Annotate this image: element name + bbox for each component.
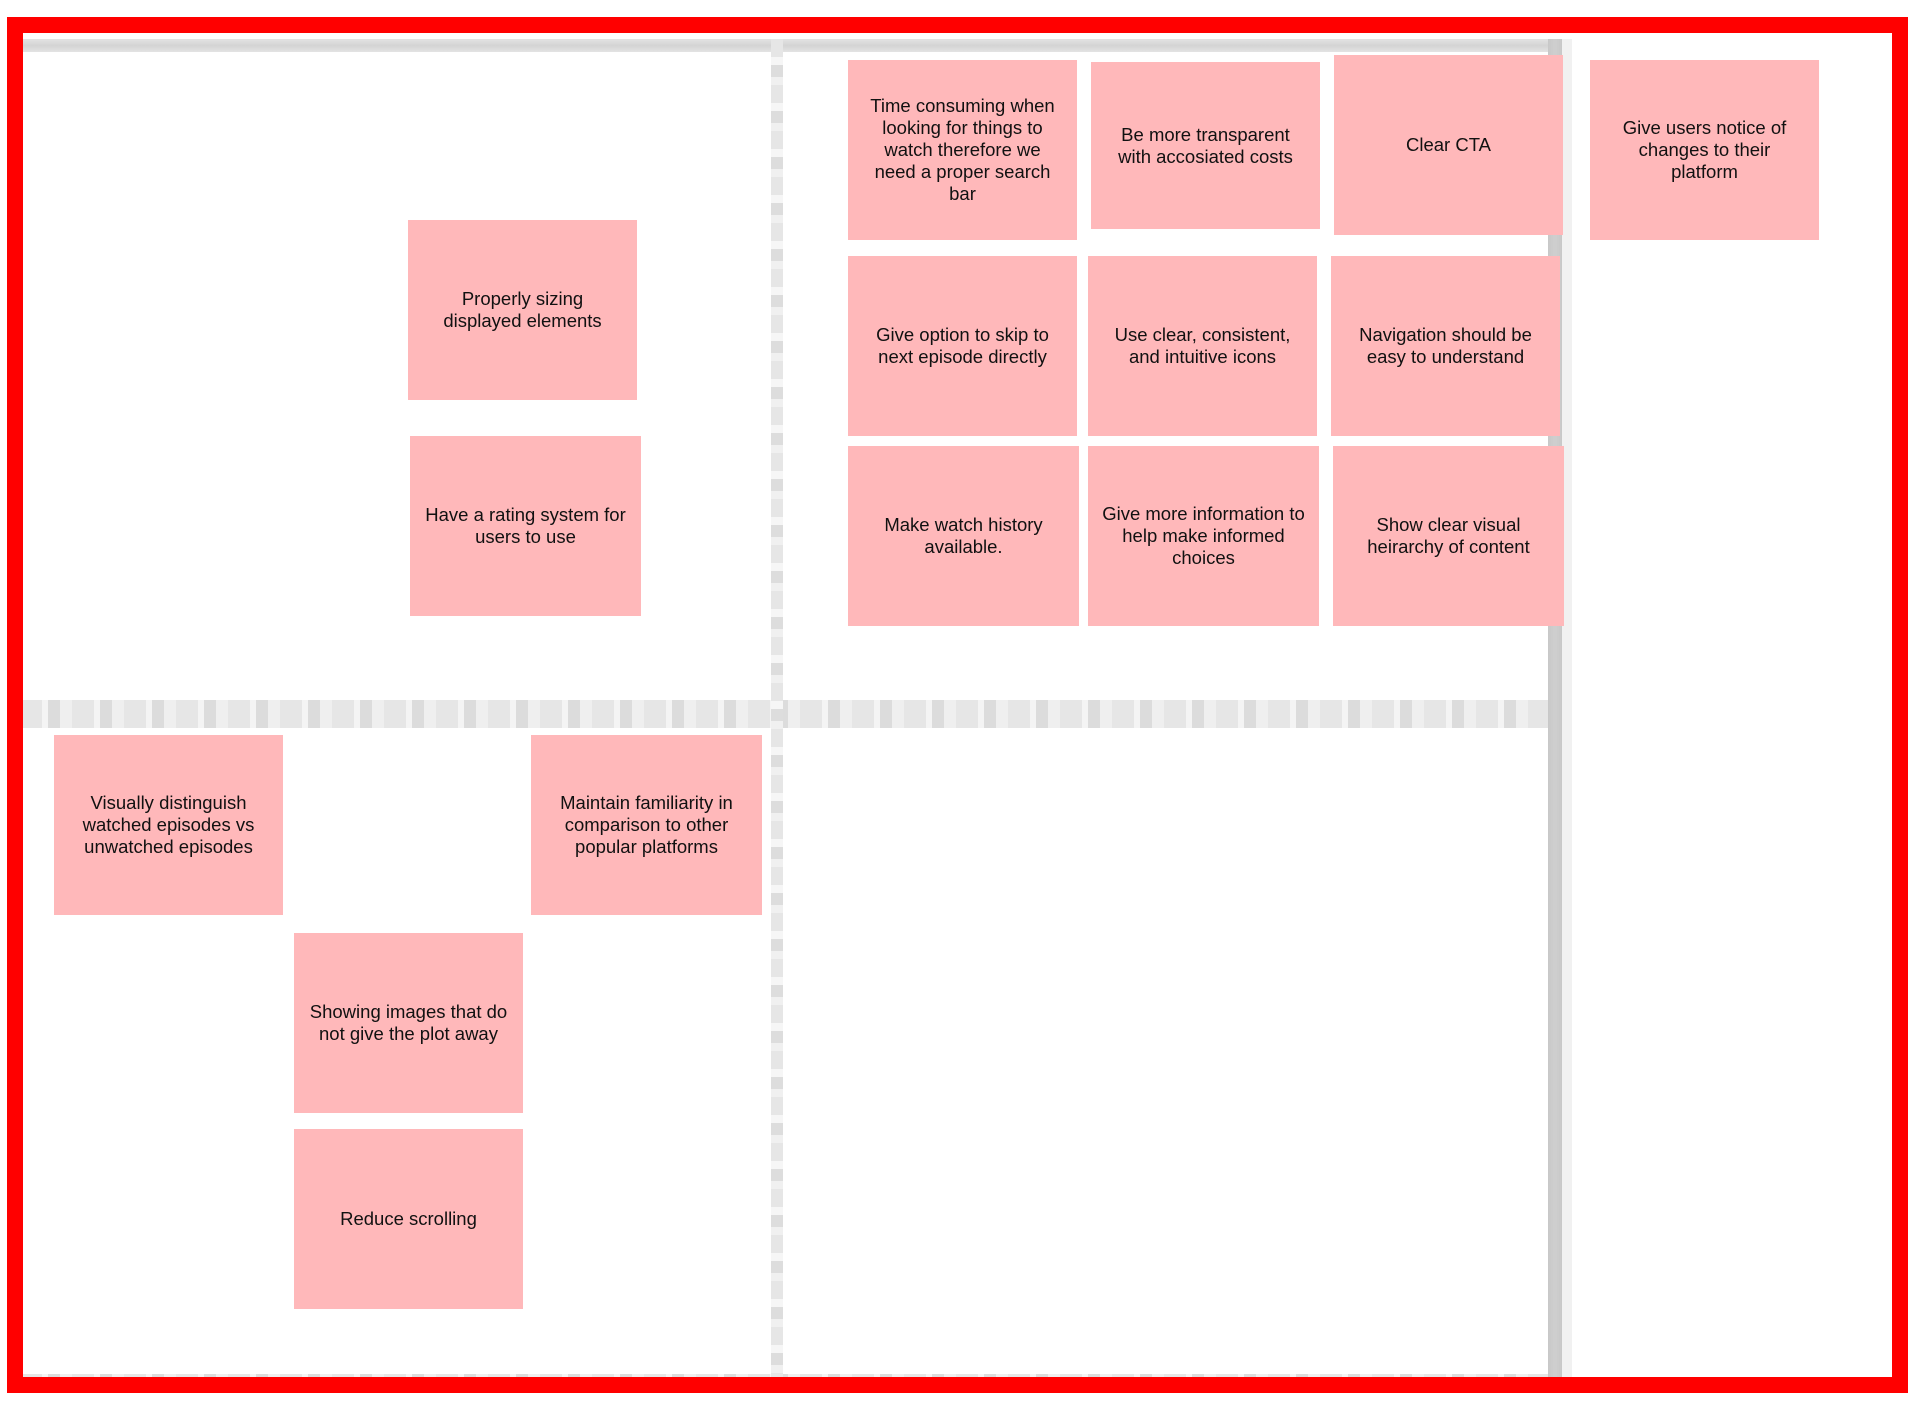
sticky-note-clear-cta[interactable]: Clear CTA [1334,55,1563,235]
sticky-note-text: Clear CTA [1406,134,1491,155]
sticky-note-text: Give option to skip to next episode dire… [876,324,1049,367]
sticky-note-visual-hierarchy[interactable]: Show clear visual heirarchy of content [1333,446,1564,626]
sticky-note-rating-system[interactable]: Have a rating system for users to use [410,436,641,616]
sticky-note-watch-history[interactable]: Make watch history available. [848,446,1079,626]
sticky-note-skip-episode[interactable]: Give option to skip to next episode dire… [848,256,1077,436]
sticky-note-intuitive-icons[interactable]: Use clear, consistent, and intuitive ico… [1088,256,1317,436]
sticky-note-notice-changes[interactable]: Give users notice of changes to their pl… [1590,60,1819,240]
sticky-note-transparent-costs[interactable]: Be more transparent with accosiated cost… [1091,62,1320,229]
sticky-note-text: Showing images that do not give the plot… [309,1001,508,1044]
sticky-note-watched-episodes[interactable]: Visually distinguish watched episodes vs… [54,735,283,915]
sticky-note-text: Navigation should be easy to understand [1359,324,1532,367]
sticky-note-text: Maintain familiarity in comparison to ot… [560,792,733,857]
grid-line-bottom [20,1374,1560,1386]
sticky-note-text: Reduce scrolling [340,1208,477,1229]
sticky-note-text: Make watch history available. [884,514,1043,557]
sticky-note-navigation[interactable]: Navigation should be easy to understand [1331,256,1560,436]
sticky-note-text: Be more transparent with accosiated cost… [1118,123,1293,167]
sticky-note-more-information[interactable]: Give more information to help make infor… [1088,446,1319,626]
grid-line-vertical-right [1548,39,1562,1389]
sticky-note-text: Give more information to help make infor… [1102,503,1305,568]
sticky-note-text: Use clear, consistent, and intuitive ico… [1114,324,1291,367]
sticky-note-text: Show clear visual heirarchy of content [1367,514,1530,557]
sticky-note-text: Visually distinguish watched episodes vs… [82,792,255,857]
sticky-note-sizing-elements[interactable]: Properly sizing displayed elements [408,220,637,400]
sticky-note-text: Time consuming when looking for things t… [870,95,1055,204]
sticky-note-text: Give users notice of changes to their pl… [1622,117,1787,182]
sticky-note-reduce-scrolling[interactable]: Reduce scrolling [294,1129,523,1309]
sticky-note-text: Properly sizing displayed elements [443,288,602,331]
grid-line-vertical-middle [771,39,783,1389]
sticky-note-search-bar[interactable]: Time consuming when looking for things t… [848,60,1077,240]
grid-line-horizontal-middle [20,700,1560,728]
sticky-note-text: Have a rating system for users to use [425,504,626,547]
sticky-note-images-plot[interactable]: Showing images that do not give the plot… [294,933,523,1113]
grid-line-top [20,39,1560,52]
grid-line-vertical-right-shadow [1562,39,1572,1389]
sticky-note-familiarity[interactable]: Maintain familiarity in comparison to ot… [531,735,762,915]
